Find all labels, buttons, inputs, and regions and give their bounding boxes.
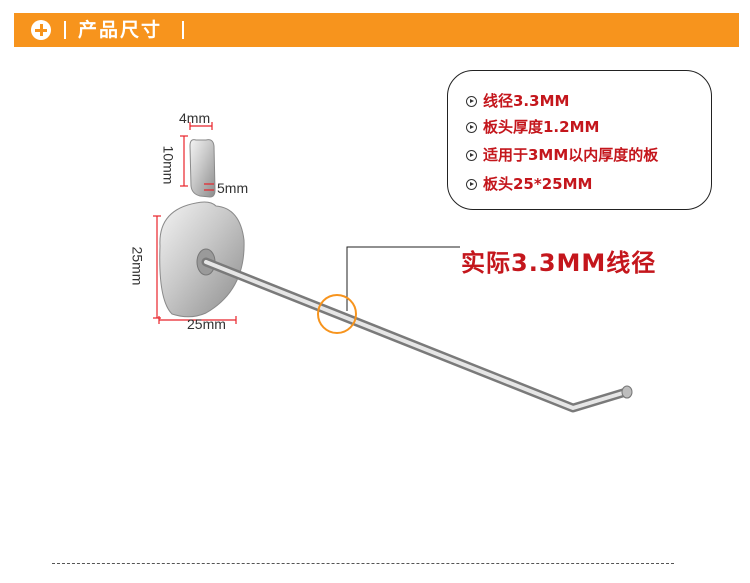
spec-text: 适用于3MM以内厚度的板	[483, 146, 659, 164]
spec-item: 适用于3MM以内厚度的板	[466, 144, 658, 166]
dim-label-neck: 5mm	[217, 180, 249, 196]
dimension-lines	[153, 122, 237, 324]
circle-arrow-bullet-icon	[466, 179, 477, 190]
spec-text: 线径3.3MM	[483, 92, 570, 110]
spec-item: 线径3.3MM	[466, 90, 569, 112]
header-divider-left	[64, 21, 66, 39]
dim-label-tab-width: 4mm	[179, 110, 211, 126]
bottom-divider	[52, 563, 674, 564]
hook-back-plate	[159, 139, 245, 318]
spec-item: 板头25*25MM	[466, 173, 592, 195]
circle-arrow-bullet-icon	[466, 122, 477, 133]
header-divider-right	[182, 21, 184, 39]
circle-arrow-bullet-icon	[466, 150, 477, 161]
plus-circle-icon	[31, 20, 51, 40]
section-title: 产品尺寸	[78, 19, 163, 41]
dim-label-plate-height: 25mm	[129, 246, 146, 286]
spec-item: 板头厚度1.2MM	[466, 116, 599, 138]
wire-diameter-callout: 实际3.3MM线径	[461, 249, 657, 277]
dim-label-plate-width: 25mm	[187, 316, 226, 332]
section-header: 产品尺寸	[14, 13, 739, 47]
spec-text: 板头25*25MM	[483, 175, 593, 193]
circle-arrow-bullet-icon	[466, 96, 477, 107]
hook-wire	[201, 257, 633, 413]
spec-box: 线径3.3MM 板头厚度1.2MM 适用于3MM以内厚度的板 板头25*25MM	[447, 70, 712, 210]
dim-label-tab-height: 10mm	[160, 145, 177, 185]
spec-text: 板头厚度1.2MM	[483, 118, 600, 136]
wire-highlight-callout	[317, 246, 460, 334]
